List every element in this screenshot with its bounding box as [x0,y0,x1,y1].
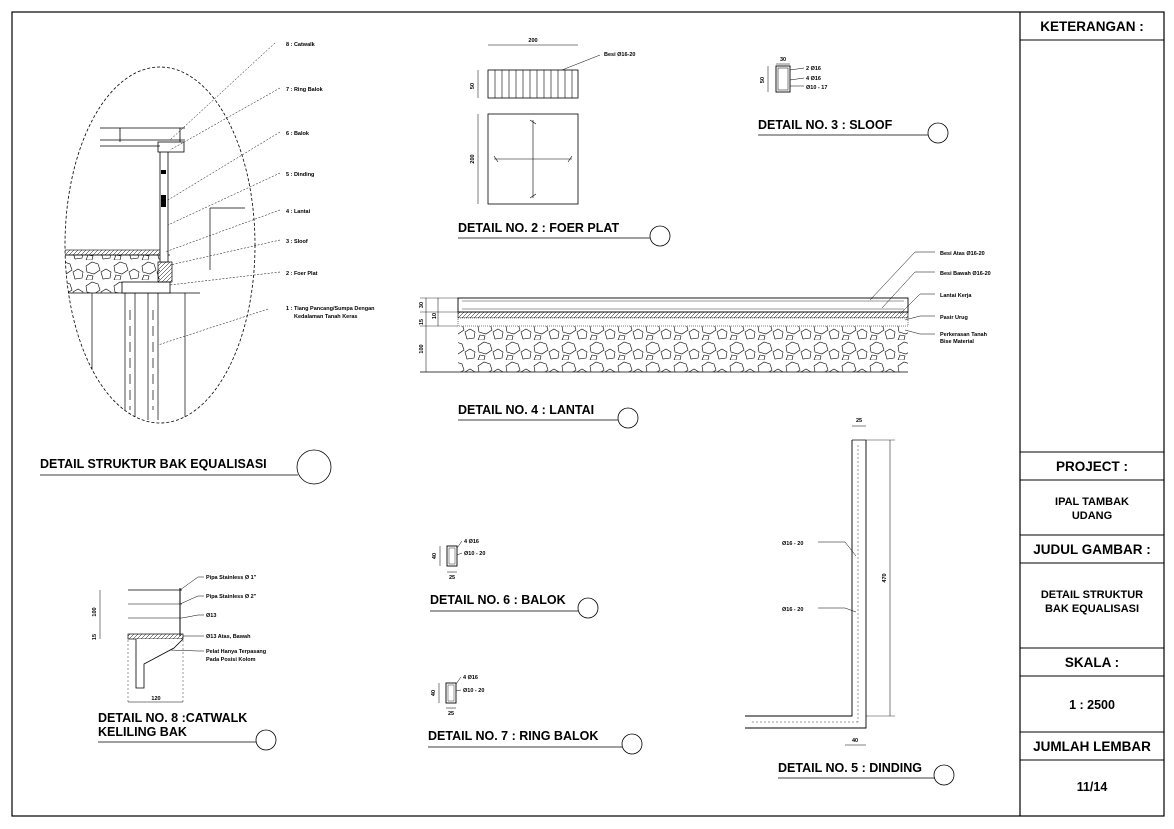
d2-dim-width: 200 [528,38,537,44]
project-label: PROJECT : [1056,459,1128,474]
jumlah-lembar-label: JUMLAH LEMBAR [1033,739,1151,754]
d7-callout-2: Ø10 - 20 [463,688,484,694]
label-tiang-pancang-line2: Kedalaman Tanah Keras [294,314,357,320]
detail-2-foer-plat: 200 50 Besi Ø16-20 200 DETAIL NO. 2 : FO… [458,38,671,247]
label-catwalk: 8 : Catwalk [286,42,316,48]
d8-title-line2: KELILING BAK [98,725,187,739]
d3-callout-3: Ø10 - 17 [806,85,827,91]
d7-title: DETAIL NO. 7 : RING BALOK [428,729,598,743]
d4-callout-besi-atas: Besi Atas Ø16-20 [940,251,985,257]
label-balok: 6 : Balok [286,131,310,137]
d4-dim-100: 100 [419,344,425,353]
d4-callout-perkerasan: Perkerasan Tanah [940,332,988,338]
d6-dim-width: 25 [449,575,455,581]
detail-8-catwalk: 120 100 15 Pipa Stainless Ø 1" Pipa Stai… [92,575,277,751]
d8-callout-d13-atas: Ø13 Atas, Bawah [206,634,251,640]
d4-callout-lantai-kerja: Lantai Kerja [940,293,972,299]
d4-dim-15: 15 [419,319,425,325]
d3-callout-2: 4 Ø16 [806,76,821,82]
d4-callout-pasir-urug: Pasir Urug [940,315,968,321]
project-name-line1: IPAL TAMBAK [1055,496,1129,508]
d5-dim-top: 25 [856,418,862,424]
d7-dim-width: 25 [448,711,454,717]
label-sloof: 3 : Sloof [286,239,308,245]
d3-dim-width: 30 [780,57,786,63]
d2-title: DETAIL NO. 2 : FOER PLAT [458,221,619,235]
d6-title: DETAIL NO. 6 : BALOK [430,593,566,607]
d8-dim-slab: 15 [92,634,98,640]
judul-line1: DETAIL STRUKTUR [1041,589,1143,601]
label-tiang-pancang: 1 : Tiang Pancang/Sumpa Dengan [286,306,375,312]
d4-callout-besi-bawah: Besi Bawah Ø16-20 [940,271,991,277]
d4-dim-10: 10 [432,313,438,319]
detail-5-dinding: 25 470 40 Ø16 - 20 Ø16 - 20 DETAIL NO. 5… [745,418,955,786]
skala-value: 1 : 2500 [1069,698,1115,712]
d5-dim-height: 470 [882,573,888,582]
label-ring-balok: 7 : Ring Balok [286,87,324,93]
d8-callout-pipa-2: Pipa Stainless Ø 2" [206,594,257,600]
d8-dim-width: 120 [151,696,160,702]
d8-callout-pelat: Pelat Hanya Terpasang [206,649,266,655]
judul-line2: BAK EQUALISASI [1045,603,1139,615]
d8-callout-pelat-line2: Pada Posisi Kolom [206,657,256,663]
d5-dim-bottom: 40 [852,738,858,744]
keterangan-label: KETERANGAN : [1040,19,1144,34]
d5-callout-1: Ø16 - 20 [782,541,803,547]
d8-title-line1: DETAIL NO. 8 :CATWALK [98,711,247,725]
label-dinding: 5 : Dinding [286,172,314,178]
sheet-border [11,11,1165,817]
d4-title: DETAIL NO. 4 : LANTAI [458,403,594,417]
d2-dim-side: 200 [470,154,476,163]
d4-callout-perkerasan-line2: Bise Material [940,339,974,345]
d6-callout-1: 4 Ø16 [464,539,479,545]
d8-callout-pipa-1: Pipa Stainless Ø 1" [206,575,257,581]
label-foer-plat: 2 : Foer Plat [286,271,318,277]
d3-callout-1: 2 Ø16 [806,66,821,72]
detail-4-lantai: 30 10 15 100 Besi Atas Ø16-20 Besi Bawah… [419,251,991,429]
detail-3-sloof: 30 50 2 Ø16 4 Ø16 Ø10 - 17 DETAIL NO. 3 … [758,57,949,144]
main-structure-detail: 8 : Catwalk 7 : Ring Balok 6 : Balok 5 :… [40,42,375,485]
title-block: KETERANGAN : PROJECT : IPAL TAMBAK UDANG… [1020,19,1164,794]
d3-title: DETAIL NO. 3 : SLOOF [758,118,893,132]
d2-callout: Besi Ø16-20 [604,52,636,58]
d7-dim-height: 40 [431,690,437,696]
project-name-line2: UDANG [1072,510,1112,522]
d3-dim-height: 50 [760,77,766,83]
jumlah-lembar-value: 11/14 [1077,780,1108,794]
d2-dim-top: 50 [470,83,476,89]
d8-callout-d13: Ø13 [206,613,216,619]
d5-callout-2: Ø16 - 20 [782,607,803,613]
d6-callout-2: Ø10 - 20 [464,551,485,557]
detail-7-ring-balok: 40 25 4 Ø16 Ø10 - 20 DETAIL NO. 7 : RING… [428,675,643,755]
d7-callout-1: 4 Ø16 [463,675,478,681]
label-lantai: 4 : Lantai [286,209,311,215]
d6-dim-height: 40 [432,553,438,559]
d8-dim-height: 100 [92,607,98,616]
skala-label: SKALA : [1065,655,1119,670]
detail-6-balok: 40 25 4 Ø16 Ø10 - 20 DETAIL NO. 6 : BALO… [430,539,599,619]
d4-dim-30: 30 [419,302,425,308]
d5-title: DETAIL NO. 5 : DINDING [778,761,922,775]
main-detail-title: DETAIL STRUKTUR BAK EQUALISASI [40,457,267,471]
judul-gambar-label: JUDUL GAMBAR : [1033,542,1151,557]
